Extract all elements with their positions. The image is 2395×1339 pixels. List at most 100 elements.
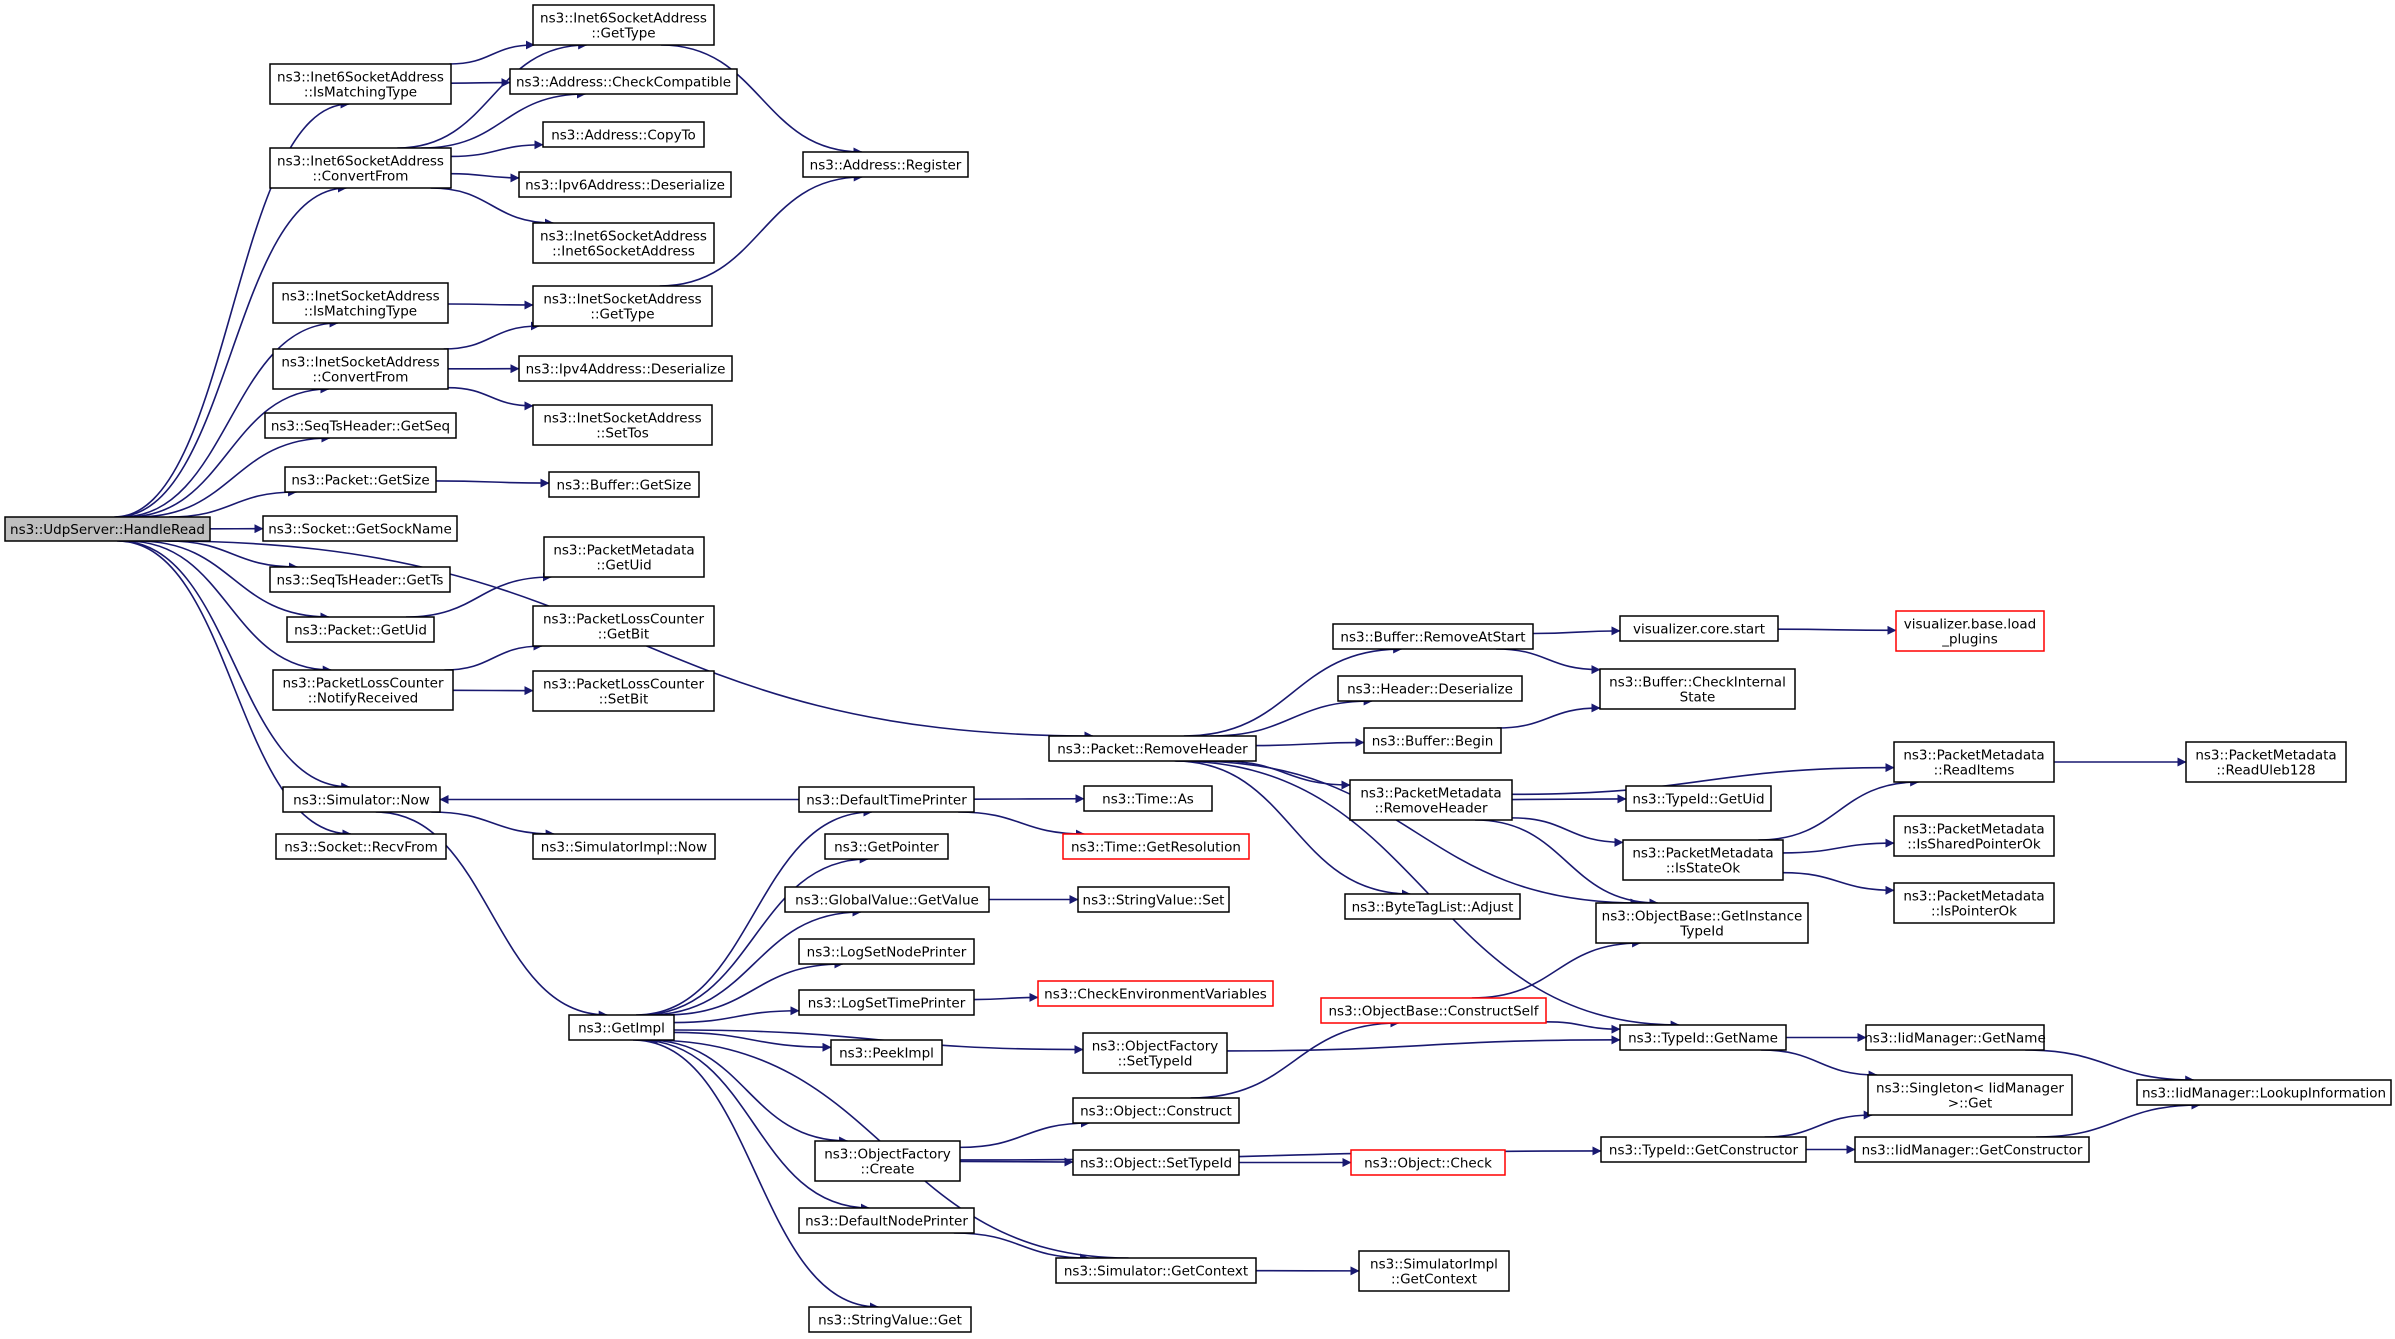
node-object-check[interactable]: ns3::Object::Check bbox=[1350, 1149, 1506, 1176]
node-seqts-getseq[interactable]: ns3::SeqTsHeader::GetSeq bbox=[264, 412, 457, 439]
node-pktmeta-isstateok[interactable]: ns3::PacketMetadata::IsStateOk bbox=[1622, 839, 1784, 881]
node-typeid-getuid[interactable]: ns3::TypeId::GetUid bbox=[1625, 785, 1772, 812]
node-time-getresolution[interactable]: ns3::Time::GetResolution bbox=[1062, 833, 1250, 860]
node-inet-ismatchingtype[interactable]: ns3::InetSocketAddress::IsMatchingType bbox=[272, 282, 449, 324]
node-inet6-ctor[interactable]: ns3::Inet6SocketAddress::Inet6SocketAddr… bbox=[532, 222, 715, 264]
node-box bbox=[1082, 1032, 1228, 1074]
node-address-checkcompatible[interactable]: ns3::Address::CheckCompatible bbox=[509, 68, 738, 95]
node-typeid-getname[interactable]: ns3::TypeId::GetName bbox=[1619, 1024, 1787, 1051]
node-packet-getsize[interactable]: ns3::Packet::GetSize bbox=[284, 466, 437, 493]
node-socket-getsockname[interactable]: ns3::Socket::GetSockName bbox=[262, 515, 458, 542]
node-ipv4address-deserialize[interactable]: ns3::Ipv4Address::Deserialize bbox=[518, 355, 733, 382]
node-simulator-getcontext[interactable]: ns3::Simulator::GetContext bbox=[1055, 1257, 1257, 1284]
node-inet-convertfrom[interactable]: ns3::InetSocketAddress::ConvertFrom bbox=[272, 348, 449, 390]
node-label: ns3::Inet6SocketAddress bbox=[277, 70, 444, 86]
node-udpserver-handleread[interactable]: ns3::UdpServer::HandleRead bbox=[4, 516, 211, 542]
node-box bbox=[272, 348, 449, 390]
node-box bbox=[532, 833, 716, 860]
node-socket-recvfrom[interactable]: ns3::Socket::RecvFrom bbox=[275, 833, 447, 860]
node-simulatorimpl-now[interactable]: ns3::SimulatorImpl::Now bbox=[532, 833, 716, 860]
node-plc-setbit[interactable]: ns3::PacketLossCounter::SetBit bbox=[532, 670, 715, 712]
node-label: visualizer.base.load bbox=[1904, 617, 2036, 633]
node-logsetnodeprinter[interactable]: ns3::LogSetNodePrinter bbox=[798, 938, 975, 965]
node-getimpl[interactable]: ns3::GetImpl bbox=[568, 1014, 675, 1041]
node-buffer-begin[interactable]: ns3::Buffer::Begin bbox=[1363, 727, 1502, 754]
node-label: ns3::SeqTsHeader::GetSeq bbox=[271, 419, 450, 435]
node-label: ns3::SeqTsHeader::GetTs bbox=[277, 573, 444, 589]
node-box bbox=[798, 938, 975, 965]
node-label: _plugins bbox=[1941, 632, 1998, 648]
node-bytetaglist-adjust[interactable]: ns3::ByteTagList::Adjust bbox=[1344, 893, 1521, 920]
edge-iidmanager_getname-to-iidmanager_lookupinformation bbox=[2025, 1049, 2195, 1085]
node-pktmeta-issharedpointerok[interactable]: ns3::PacketMetadata::IsSharedPointerOk bbox=[1893, 815, 2055, 857]
node-box bbox=[1599, 668, 1796, 710]
node-iidmanager-lookupinformation[interactable]: ns3::IidManager::LookupInformation bbox=[2136, 1079, 2392, 1106]
node-packet-removeheader[interactable]: ns3::Packet::RemoveHeader bbox=[1048, 735, 1257, 762]
node-logsettimeprinter[interactable]: ns3::LogSetTimePrinter bbox=[798, 989, 975, 1016]
node-objectfactory-settypeid[interactable]: ns3::ObjectFactory::SetTypeId bbox=[1082, 1032, 1228, 1074]
node-label: ns3::PacketMetadata bbox=[1903, 889, 2044, 905]
node-inet-gettype[interactable]: ns3::InetSocketAddress::GetType bbox=[532, 285, 713, 327]
node-object-settypeid[interactable]: ns3::Object::SetTypeId bbox=[1072, 1149, 1240, 1176]
node-label: ns3::InetSocketAddress bbox=[543, 411, 701, 427]
node-label: ::IsSharedPointerOk bbox=[1907, 837, 2041, 853]
node-visualizer-core-start[interactable]: visualizer.core.start bbox=[1619, 615, 1779, 642]
node-stringvalue-get[interactable]: ns3::StringValue::Get bbox=[808, 1306, 972, 1333]
node-simulator-now[interactable]: ns3::Simulator::Now bbox=[282, 786, 441, 813]
node-label: ns3::Address::CheckCompatible bbox=[516, 75, 731, 91]
edge-getimpl-to-peekimpl bbox=[673, 1031, 832, 1052]
node-address-copyto[interactable]: ns3::Address::CopyTo bbox=[542, 121, 705, 148]
node-simulatorimpl-getcontext[interactable]: ns3::SimulatorImpl::GetContext bbox=[1358, 1250, 1510, 1292]
node-stringvalue-set[interactable]: ns3::StringValue::Set bbox=[1077, 886, 1230, 913]
node-label: ns3::Packet::RemoveHeader bbox=[1057, 742, 1248, 758]
node-pktmeta-getuid[interactable]: ns3::PacketMetadata::GetUid bbox=[543, 536, 705, 578]
node-box bbox=[543, 536, 705, 578]
edge-pktmeta_isstateok-to-pktmeta_ispointerok bbox=[1782, 871, 1895, 895]
node-inet-settos[interactable]: ns3::InetSocketAddress::SetTos bbox=[532, 404, 713, 446]
node-label: ::GetUid bbox=[596, 558, 651, 574]
edge-inet_convertfrom-to-inet_settos bbox=[447, 386, 534, 411]
edge-typeid_getname-to-singleton_get bbox=[1761, 1049, 1878, 1080]
node-header-deserialize[interactable]: ns3::Header::Deserialize bbox=[1337, 675, 1523, 702]
node-plc-notifyreceived[interactable]: ns3::PacketLossCounter::NotifyReceived bbox=[272, 669, 454, 711]
node-getpointer[interactable]: ns3::GetPointer bbox=[824, 833, 949, 860]
node-ipv6address-deserialize[interactable]: ns3::Ipv6Address::Deserialize bbox=[518, 171, 732, 198]
node-iidmanager-getname[interactable]: ns3::IidManager::GetName bbox=[1864, 1024, 2046, 1051]
node-pktmeta-readitems[interactable]: ns3::PacketMetadata::ReadItems bbox=[1893, 741, 2055, 783]
node-label: ns3::UdpServer::HandleRead bbox=[10, 522, 205, 538]
node-buffer-getsize[interactable]: ns3::Buffer::GetSize bbox=[548, 471, 700, 498]
node-checkenvvars[interactable]: ns3::CheckEnvironmentVariables bbox=[1037, 980, 1274, 1007]
node-address-register[interactable]: ns3::Address::Register bbox=[802, 151, 969, 178]
node-seqts-getts[interactable]: ns3::SeqTsHeader::GetTs bbox=[269, 566, 451, 593]
node-objectfactory-create[interactable]: ns3::ObjectFactory::Create bbox=[814, 1140, 961, 1182]
node-packet-getuid[interactable]: ns3::Packet::GetUid bbox=[286, 616, 435, 643]
node-inet6-convertfrom[interactable]: ns3::Inet6SocketAddress::ConvertFrom bbox=[269, 147, 452, 189]
node-inet6-gettype[interactable]: ns3::Inet6SocketAddress::GetType bbox=[532, 4, 715, 46]
node-box bbox=[814, 1140, 961, 1182]
node-typeid-getconstructor[interactable]: ns3::TypeId::GetConstructor bbox=[1600, 1136, 1807, 1163]
node-buffer-removeatstart[interactable]: ns3::Buffer::RemoveAtStart bbox=[1332, 623, 1534, 650]
node-time-as[interactable]: ns3::Time::As bbox=[1083, 785, 1213, 812]
node-objectbase-constructself[interactable]: ns3::ObjectBase::ConstructSelf bbox=[1320, 997, 1547, 1024]
edge-udpserver_handleread-to-plc_notifyreceived bbox=[126, 540, 332, 675]
node-plc-getbit[interactable]: ns3::PacketLossCounter::GetBit bbox=[532, 605, 715, 647]
node-iidmanager-getconstructor[interactable]: ns3::IidManager::GetConstructor bbox=[1854, 1136, 2090, 1163]
node-defaulttimeprinter[interactable]: ns3::DefaultTimePrinter bbox=[798, 786, 975, 813]
node-box bbox=[824, 833, 949, 860]
node-pktmeta-ispointerok[interactable]: ns3::PacketMetadata::IsPointerOk bbox=[1893, 882, 2055, 924]
node-pktmeta-removeheader[interactable]: ns3::PacketMetadata::RemoveHeader bbox=[1349, 779, 1513, 821]
node-inet6-ismatchingtype[interactable]: ns3::Inet6SocketAddress::IsMatchingType bbox=[269, 63, 452, 105]
node-singleton-get[interactable]: ns3::Singleton< IidManager >::Get bbox=[1867, 1074, 2073, 1116]
node-globalvalue-getvalue[interactable]: ns3::GlobalValue::GetValue bbox=[784, 886, 990, 913]
edge-logsettimeprinter-to-checkenvvars bbox=[973, 992, 1039, 1002]
node-label: ns3::ObjectBase::ConstructSelf bbox=[1329, 1004, 1540, 1020]
edge-plc_notifyreceived-to-plc_getbit bbox=[444, 641, 543, 671]
node-visualizer-load-plugins[interactable]: visualizer.base.load_plugins bbox=[1895, 610, 2045, 652]
node-object-construct[interactable]: ns3::Object::Construct bbox=[1072, 1097, 1240, 1124]
node-peekimpl[interactable]: ns3::PeekImpl bbox=[830, 1039, 943, 1066]
node-pktmeta-readuleb[interactable]: ns3::PacketMetadata::ReadUleb128 bbox=[2185, 741, 2347, 783]
node-defaultnodeprinter[interactable]: ns3::DefaultNodePrinter bbox=[798, 1207, 975, 1234]
